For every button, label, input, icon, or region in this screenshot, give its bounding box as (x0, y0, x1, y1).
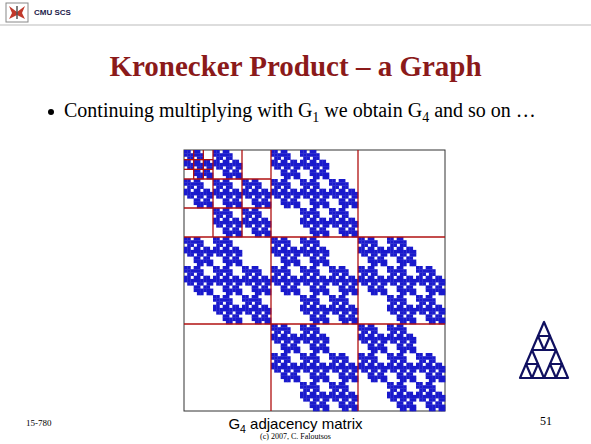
sierpinski-icon (520, 322, 568, 378)
header-text: CMU SCS (34, 8, 71, 17)
adjacency-matrix (184, 150, 445, 411)
course-number: 15-780 (26, 418, 52, 428)
copyright: (c) 2007, C. Faloutsos (0, 432, 591, 441)
page-number: 51 (540, 414, 552, 429)
bullet-dot (48, 109, 54, 115)
bullet-text: Continuing multiplying with G1 we obtain… (64, 98, 564, 122)
logo (6, 3, 28, 22)
slide-title: Kronecker Product – a Graph (0, 50, 591, 83)
figure-caption: G4 adjacency matrix (0, 415, 591, 432)
header-rule (0, 25, 591, 26)
